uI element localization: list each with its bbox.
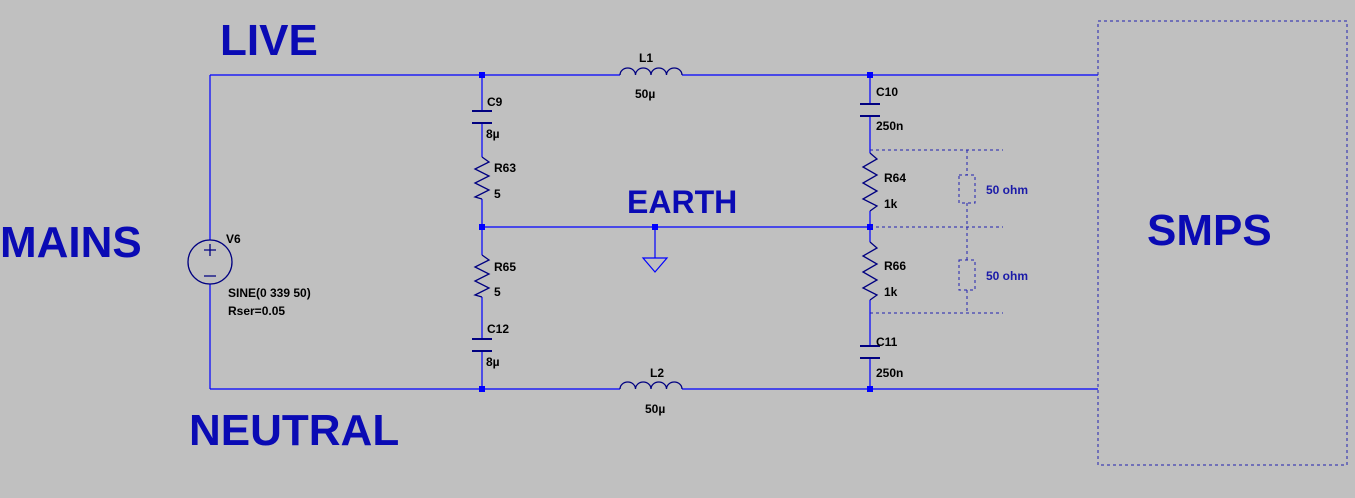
resistor-r64 bbox=[861, 152, 879, 212]
junction-dot bbox=[479, 386, 485, 392]
l1-value: 50µ bbox=[635, 87, 655, 101]
r66-value: 1k bbox=[884, 285, 898, 299]
c11-name: C11 bbox=[876, 335, 898, 349]
inductor-l1 bbox=[619, 67, 683, 76]
c9-value: 8µ bbox=[486, 127, 500, 141]
c12-name: C12 bbox=[487, 322, 509, 336]
junction-dot bbox=[479, 224, 485, 230]
r63-value: 5 bbox=[494, 187, 501, 201]
parasitic-network bbox=[870, 149, 1003, 314]
c10-value: 250n bbox=[876, 119, 903, 133]
c11-value: 250n bbox=[876, 366, 903, 380]
c12-value: 8µ bbox=[486, 355, 500, 369]
resistor-r66 bbox=[861, 241, 879, 301]
parasitic-resistor-upper bbox=[958, 174, 976, 204]
capacitor-c10 bbox=[860, 103, 880, 117]
net-label-neutral: NEUTRAL bbox=[189, 406, 399, 455]
parasitic-resistor-lower bbox=[958, 259, 976, 291]
r66-name: R66 bbox=[884, 259, 906, 273]
smps-label: SMPS bbox=[1147, 206, 1272, 255]
r65-value: 5 bbox=[494, 285, 501, 299]
l2-value: 50µ bbox=[645, 402, 665, 416]
resistor-r65 bbox=[473, 254, 491, 298]
junction-dot bbox=[867, 72, 873, 78]
v6-name: V6 bbox=[226, 232, 241, 246]
r64-name: R64 bbox=[884, 171, 906, 185]
r64-value: 1k bbox=[884, 197, 898, 211]
junction-dot bbox=[652, 224, 658, 230]
capacitor-c9 bbox=[472, 110, 492, 124]
capacitor-c11 bbox=[860, 345, 880, 359]
mains-label: MAINS bbox=[0, 218, 142, 267]
parasitic-upper-label: 50 ohm bbox=[986, 183, 1028, 197]
junction-dot bbox=[479, 72, 485, 78]
voltage-source-v6 bbox=[187, 239, 233, 285]
net-label-earth: EARTH bbox=[627, 184, 737, 220]
junction-dots bbox=[479, 72, 873, 392]
v6-param: Rser=0.05 bbox=[228, 304, 285, 318]
capacitor-c12 bbox=[472, 338, 492, 352]
l2-name: L2 bbox=[650, 366, 664, 380]
junction-dot bbox=[867, 386, 873, 392]
v6-value: SINE(0 339 50) bbox=[228, 286, 311, 300]
parasitic-lower-label: 50 ohm bbox=[986, 269, 1028, 283]
inductor-l2 bbox=[619, 381, 683, 390]
r65-name: R65 bbox=[494, 260, 516, 274]
net-label-live: LIVE bbox=[220, 16, 318, 65]
r63-name: R63 bbox=[494, 161, 516, 175]
resistor-r63 bbox=[473, 156, 491, 200]
c10-name: C10 bbox=[876, 85, 898, 99]
l1-name: L1 bbox=[639, 51, 653, 65]
wires bbox=[209, 74, 1098, 390]
smps-block bbox=[1097, 20, 1348, 466]
c9-name: C9 bbox=[487, 95, 503, 109]
ground-symbol bbox=[641, 257, 669, 273]
